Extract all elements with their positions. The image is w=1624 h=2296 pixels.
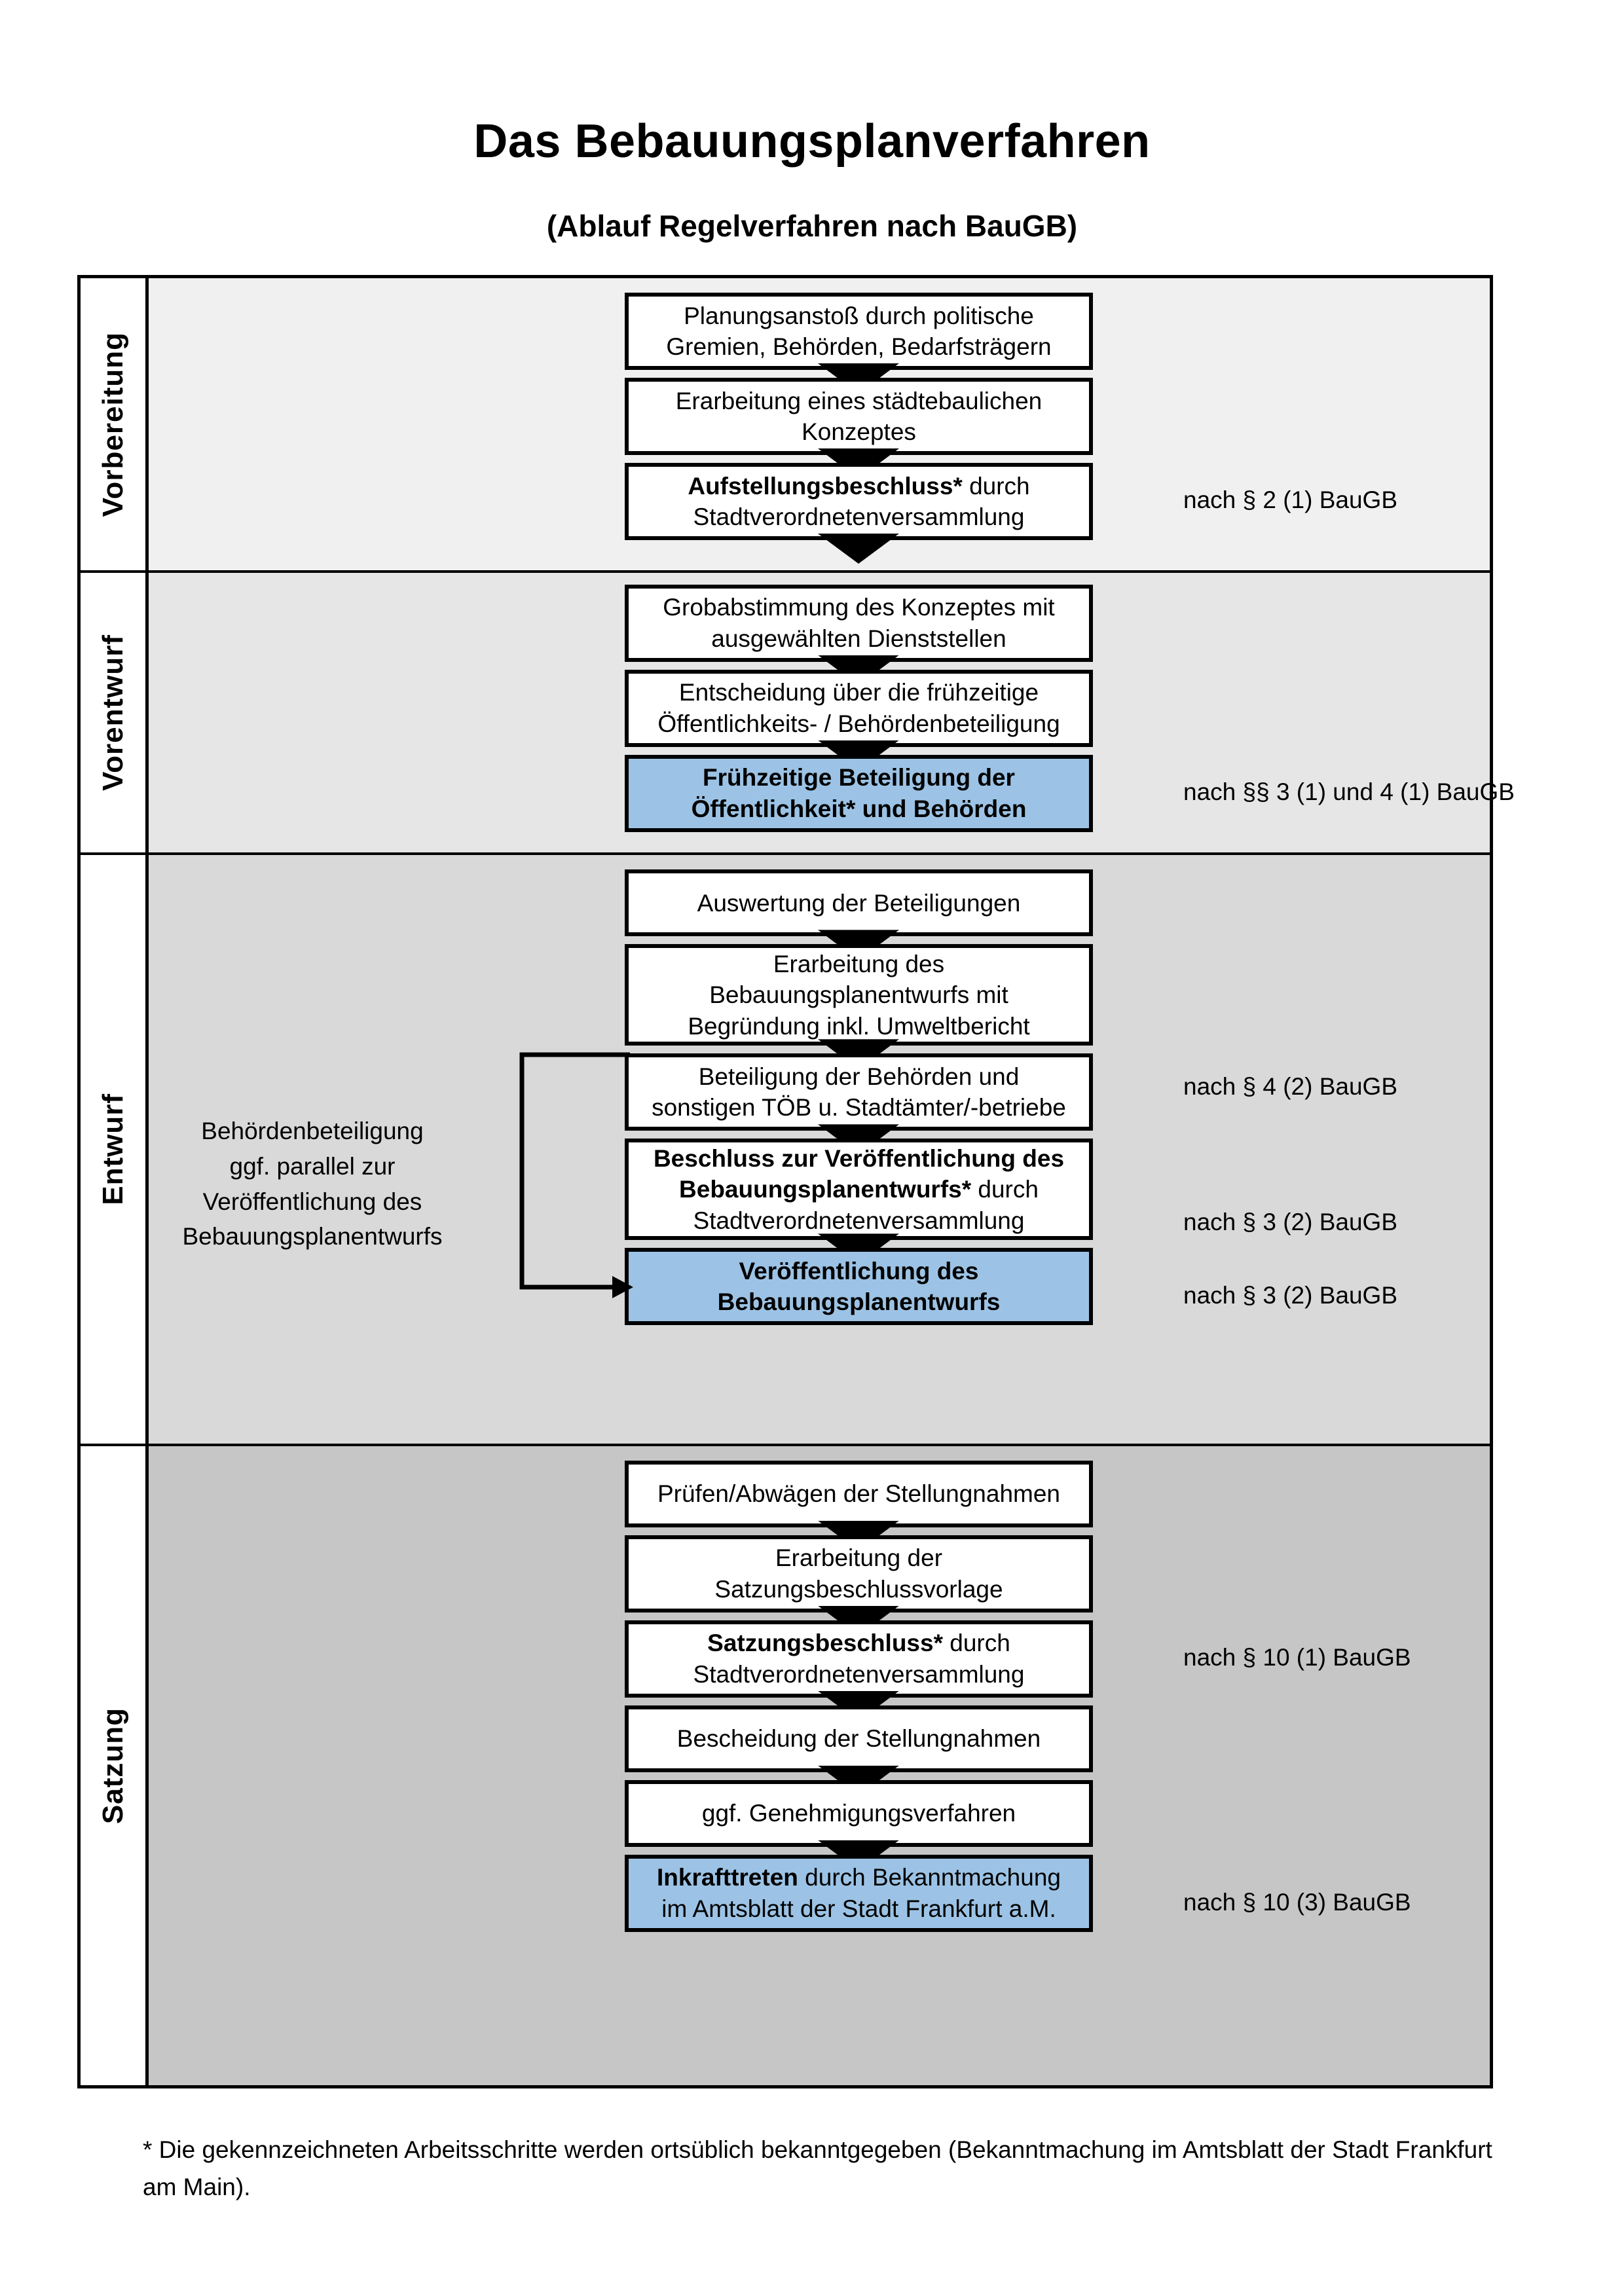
step-line: durch xyxy=(943,1630,1010,1657)
phase-vorbereitung: Vorbereitung Planungsanstoß durch politi… xyxy=(81,278,1490,573)
phase-label-vorbereitung: Vorbereitung xyxy=(81,278,149,570)
step-auswertung-beteiligungen[interactable]: Auswertung der Beteiligungen xyxy=(625,869,1093,937)
step-line: Satzungsbeschlussvorlage xyxy=(714,1575,1003,1603)
step-line: Grobabstimmung des Konzeptes mit xyxy=(663,594,1055,621)
step-inkrafttreten[interactable]: Inkrafttreten durch Bekanntmachung im Am… xyxy=(625,1854,1093,1932)
law-reference: nach §§ 3 (1) und 4 (1) BauGB xyxy=(1183,778,1515,805)
step-line: Planungsanstoß durch politische xyxy=(684,302,1034,329)
step-bescheidung-stellungnahmen[interactable]: Bescheidung der Stellungnahmen xyxy=(625,1705,1093,1772)
phase-label-text: Vorbereitung xyxy=(96,331,129,517)
step-line: Entscheidung über die frühzeitige xyxy=(678,679,1039,706)
step-line-bold: Satzungsbeschluss* xyxy=(707,1630,943,1657)
step-line: Stadtverordnetenversammlung xyxy=(693,503,1025,530)
step-line-bold: Veröffentlichung des xyxy=(739,1258,979,1285)
phase-body-vorentwurf: Grobabstimmung des Konzeptes mit ausgewä… xyxy=(149,572,1515,853)
step-line: Erarbeitung des xyxy=(773,950,945,977)
phase-label-text: Entwurf xyxy=(96,1093,129,1205)
law-reference: nach § 3 (2) BauGB xyxy=(1183,1282,1398,1309)
step-erarbeitung-satzungsbeschlussvorlage[interactable]: Erarbeitung der Satzungsbeschlussvorlage xyxy=(625,1535,1093,1613)
step-line: Beteiligung der Behörden und xyxy=(698,1063,1020,1090)
phase-label-satzung: Satzung xyxy=(81,1446,149,2085)
step-line: durch xyxy=(962,472,1030,500)
page-title: Das Bebauungsplanverfahren xyxy=(473,115,1151,168)
step-line: Stadtverordnetenversammlung xyxy=(693,1207,1025,1234)
step-line: Prüfen/Abwägen der Stellungnahmen xyxy=(657,1480,1061,1508)
law-reference: nach § 4 (2) BauGB xyxy=(1183,1073,1398,1101)
phase-label-text: Satzung xyxy=(96,1707,129,1824)
step-line: im Amtsblatt der Stadt Frankfurt a.M. xyxy=(661,1895,1056,1922)
step-line: Bebauungsplanentwurfs mit xyxy=(709,981,1008,1009)
step-line: Erarbeitung der xyxy=(775,1544,943,1572)
step-line: durch xyxy=(971,1176,1039,1203)
side-note-behoerdenbeteiligung: Behördenbeteiligung ggf. parallel zur Ve… xyxy=(175,1114,450,1254)
step-line-bold: Inkrafttreten xyxy=(657,1864,798,1891)
law-reference: nach § 10 (1) BauGB xyxy=(1183,1643,1411,1671)
step-line: Stadtverordnetenversammlung xyxy=(693,1660,1025,1688)
step-fruehzeitige-beteiligung[interactable]: Frühzeitige Beteiligung der Öffentlichke… xyxy=(625,754,1093,832)
footnote: * Die gekennzeichneten Arbeitsschritte w… xyxy=(143,2136,1492,2201)
step-beteiligung-behoerden-toeb[interactable]: Beteiligung der Behörden und sonstigen T… xyxy=(625,1053,1093,1131)
step-line: Konzeptes xyxy=(802,418,916,445)
step-line-bold: Frühzeitige Beteiligung der xyxy=(703,764,1015,792)
step-line-bold: Bebauungsplanentwurfs* xyxy=(679,1176,972,1203)
phase-body-satzung: Prüfen/Abwägen der Stellungnahmen Erarbe… xyxy=(149,1446,1490,2085)
step-line: Auswertung der Beteiligungen xyxy=(697,889,1021,917)
step-satzungsbeschluss[interactable]: Satzungsbeschluss* durch Stadtverordnete… xyxy=(625,1620,1093,1698)
step-line: durch Bekanntmachung xyxy=(798,1864,1061,1891)
law-reference: nach § 2 (1) BauGB xyxy=(1183,486,1398,513)
phase-label-vorentwurf: Vorentwurf xyxy=(81,572,149,853)
flowchart-frame: Vorbereitung Planungsanstoß durch politi… xyxy=(77,275,1515,2088)
phase-label-entwurf: Entwurf xyxy=(81,855,149,1444)
step-line: Erarbeitung eines städtebaulichen xyxy=(675,387,1043,414)
step-pruefen-abwaegen[interactable]: Prüfen/Abwägen der Stellungnahmen xyxy=(625,1460,1093,1527)
step-line-bold: Öffentlichkeit* und Behörden xyxy=(691,795,1027,822)
step-line-bold: Aufstellungsbeschluss* xyxy=(688,472,963,500)
step-line: Öffentlichkeits- / Behördenbeteiligung xyxy=(657,710,1060,737)
step-line: ausgewählten Dienststellen xyxy=(711,625,1006,652)
side-note-line: ggf. parallel zur xyxy=(229,1153,396,1180)
phase-entwurf: Entwurf Auswertung der Beteiligungen Era… xyxy=(81,855,1490,1446)
step-line: Bescheidung der Stellungnahmen xyxy=(676,1725,1041,1753)
step-planungsanstoss[interactable]: Planungsanstoß durch politische Gremien,… xyxy=(625,293,1093,370)
step-aufstellungsbeschluss[interactable]: Aufstellungsbeschluss* durch Stadtverord… xyxy=(625,463,1093,540)
phase-body-vorbereitung: Planungsanstoß durch politische Gremien,… xyxy=(149,278,1490,570)
step-staedtebauliches-konzept[interactable]: Erarbeitung eines städtebaulichen Konzep… xyxy=(625,378,1093,455)
step-veroeffentlichung-entwurf[interactable]: Veröffentlichung des Bebauungsplanentwur… xyxy=(625,1248,1093,1326)
step-erarbeitung-bebauungsplanentwurf[interactable]: Erarbeitung des Bebauungsplanentwurfs mi… xyxy=(625,944,1093,1046)
step-line: ggf. Genehmigungsverfahren xyxy=(701,1800,1016,1827)
step-line: Gremien, Behörden, Bedarfsträgern xyxy=(666,333,1052,360)
flow-arrow-down-icon xyxy=(818,534,899,564)
step-grobabstimmung[interactable]: Grobabstimmung des Konzeptes mit ausgewä… xyxy=(625,584,1093,662)
phase-vorentwurf: Vorentwurf Grobabstimmung des Konzeptes … xyxy=(81,572,1515,856)
phase-satzung: Satzung Prüfen/Abwägen der Stellungnahme… xyxy=(81,1446,1490,2085)
side-note-line: Veröffentlichung des xyxy=(202,1188,422,1215)
step-line-bold: Beschluss zur Veröffentlichung des xyxy=(653,1144,1065,1172)
step-line: Begründung inkl. Umweltbericht xyxy=(688,1012,1030,1040)
law-reference: nach § 10 (3) BauGB xyxy=(1183,1888,1411,1916)
step-line-bold: Bebauungsplanentwurfs xyxy=(717,1288,1001,1316)
side-note-line: Behördenbeteiligung xyxy=(201,1118,424,1145)
page-subtitle: (Ablauf Regelverfahren nach BauGB) xyxy=(546,209,1078,243)
phase-body-entwurf: Auswertung der Beteiligungen Erarbeitung… xyxy=(149,855,1490,1444)
step-line: sonstigen TÖB u. Stadtämter/-betriebe xyxy=(652,1094,1066,1121)
step-beschluss-veroeffentlichung[interactable]: Beschluss zur Veröffentlichung des Bebau… xyxy=(625,1139,1093,1241)
parallel-branch-connector xyxy=(519,1052,633,1299)
phase-label-text: Vorentwurf xyxy=(96,634,129,791)
side-note-line: Bebauungsplanentwurfs xyxy=(182,1223,443,1250)
step-genehmigungsverfahren[interactable]: ggf. Genehmigungsverfahren xyxy=(625,1779,1093,1847)
law-reference: nach § 3 (2) BauGB xyxy=(1183,1209,1398,1236)
step-entscheidung-fruehzeitige-beteiligung[interactable]: Entscheidung über die frühzeitige Öffent… xyxy=(625,669,1093,747)
